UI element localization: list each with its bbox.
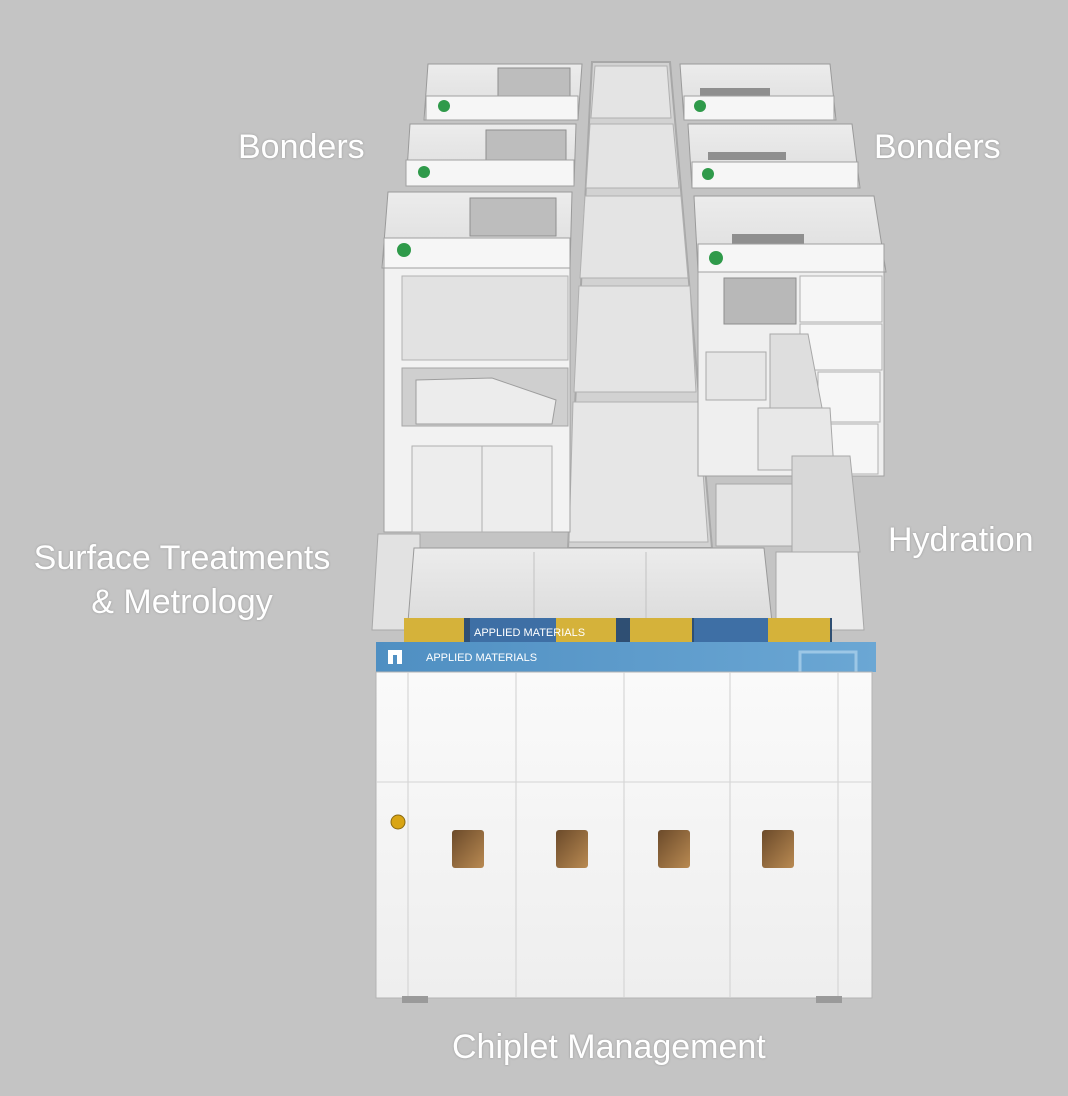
cassette-window-4: [762, 830, 794, 868]
brand-stripe: APPLIED MATERIALS: [376, 642, 876, 672]
chiplet-management-label: Chiplet Management: [452, 1028, 766, 1066]
surface-treatments-line-1: Surface Treatments: [33, 539, 331, 577]
surface-treatments-line-2: & Metrology: [91, 583, 273, 621]
cassette-window-3: [658, 830, 690, 868]
bonder-module-left-bottom: [381, 191, 573, 533]
hydration-label: Hydration: [888, 521, 1034, 559]
bonders-right-label: Bonders: [874, 128, 1001, 166]
bonder-module-right-top: [679, 63, 837, 121]
surface-treatment-module: [371, 533, 773, 631]
front-cabinet: [375, 671, 873, 1003]
front-brand-text: APPLIED MATERIALS: [426, 652, 537, 664]
bonders-left-label: Bonders: [238, 128, 365, 166]
bonder-module-left-top: [423, 63, 583, 121]
bonder-module-left-middle: [405, 123, 577, 187]
bonder-module-right-middle: [687, 123, 861, 189]
hydration-module: [705, 333, 865, 631]
cassette-window-2: [556, 830, 588, 868]
emergency-stop-button: [390, 814, 406, 830]
transfer-conveyor: [566, 61, 714, 549]
cassette-window-1: [452, 830, 484, 868]
surface-treatments-label: Surface Treatments & Metrology: [22, 536, 342, 624]
window-brand-text: APPLIED MATERIALS: [474, 627, 585, 639]
carrier-window: APPLIED MATERIALS: [404, 618, 832, 642]
